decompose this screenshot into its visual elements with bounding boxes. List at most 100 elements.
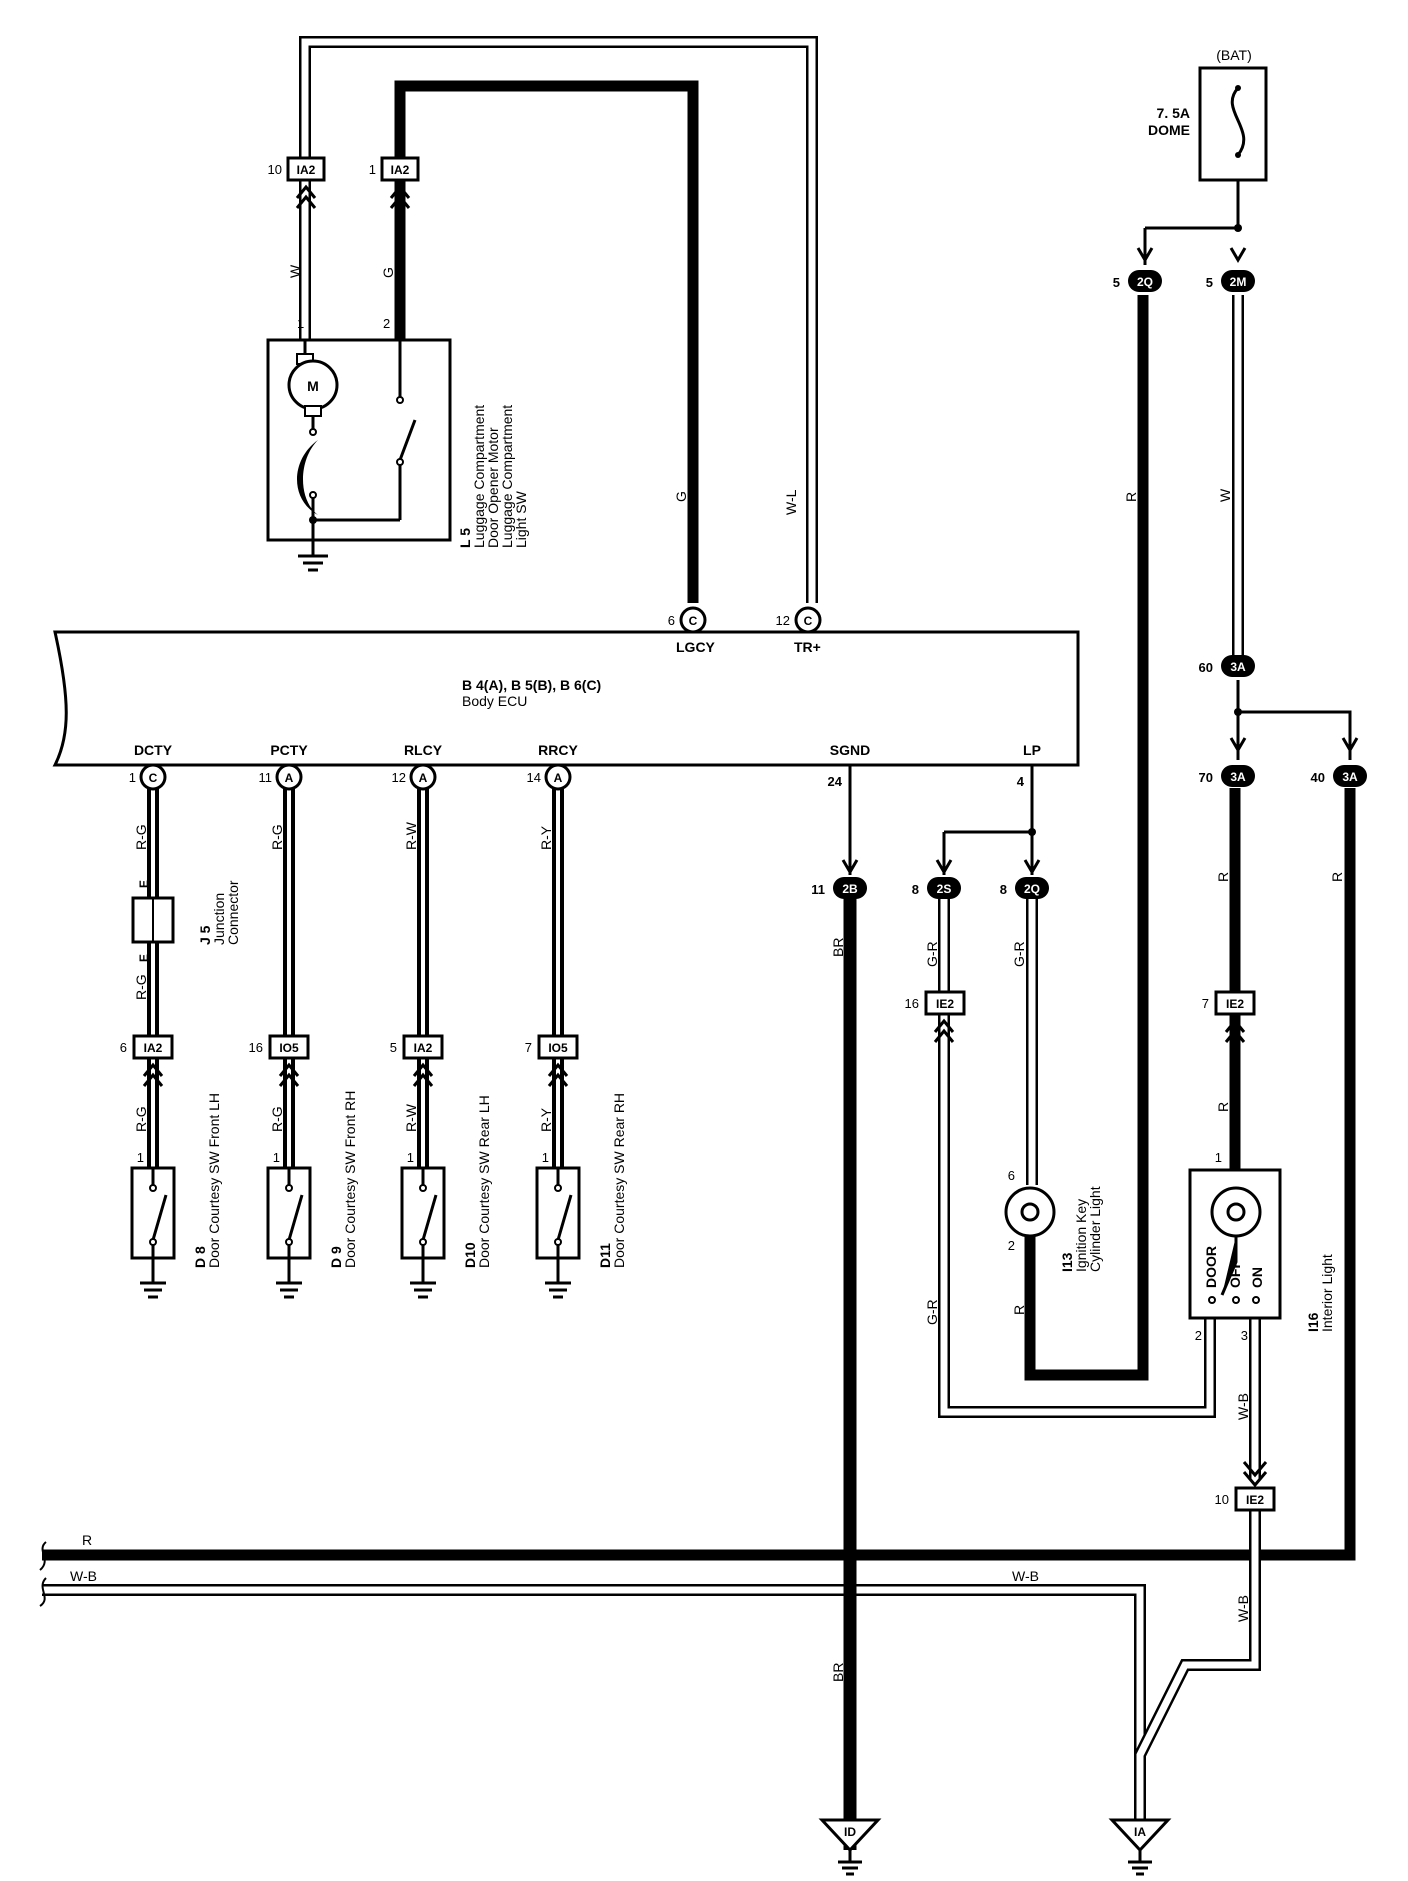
- ground-icon: [545, 1258, 571, 1299]
- svg-text:5: 5: [1113, 275, 1120, 290]
- connector-2b: 2B 11: [811, 859, 867, 899]
- svg-text:4: 4: [1017, 774, 1025, 789]
- svg-text:Light SW: Light SW: [513, 490, 529, 548]
- door-switch-d8: 1 D 8 Door Courtesy SW Front LH: [130, 1093, 222, 1299]
- i13-component: 6 2 I13 Ignition Key Cylinder Light: [1004, 1168, 1103, 1272]
- wire-r-2q: [1024, 295, 1149, 1381]
- wire-g-lgcy: [394, 80, 699, 603]
- svg-text:Cylinder Light: Cylinder Light: [1087, 1186, 1103, 1272]
- svg-text:W-B: W-B: [1012, 1568, 1039, 1584]
- svg-text:5: 5: [1206, 275, 1213, 290]
- wire-3a-split: [1236, 680, 1352, 760]
- ground-icon: [410, 1258, 436, 1299]
- svg-text:R: R: [1329, 872, 1345, 882]
- svg-text:11: 11: [259, 770, 273, 785]
- connector-ia2-5: IA2 5: [390, 1034, 444, 1087]
- svg-text:IA2: IA2: [144, 1041, 163, 1055]
- svg-text:70: 70: [1199, 770, 1213, 785]
- connector-3a-60: 3A 60: [1199, 655, 1255, 677]
- j5-component: E E J 5 Junction Connector: [131, 880, 241, 962]
- svg-text:2Q: 2Q: [1024, 882, 1040, 896]
- wire-fuse-out: [1143, 178, 1240, 265]
- ground-icon: [298, 520, 328, 572]
- wire-wb-bus: [42, 1584, 1146, 1830]
- svg-text:D10: D10: [462, 1242, 478, 1268]
- svg-text:TR+: TR+: [794, 639, 821, 655]
- svg-text:L 5: L 5: [457, 528, 473, 548]
- svg-text:1: 1: [542, 1150, 549, 1165]
- svg-text:A: A: [554, 771, 563, 785]
- junction-dot: [846, 1551, 854, 1559]
- ground-ia: IA: [1108, 1818, 1172, 1876]
- svg-text:R: R: [1215, 872, 1231, 882]
- svg-text:PCTY: PCTY: [270, 742, 308, 758]
- svg-text:C: C: [689, 614, 698, 628]
- svg-text:IO5: IO5: [279, 1041, 299, 1055]
- connector-2q-top: 2Q 5: [1113, 247, 1162, 292]
- svg-text:1: 1: [369, 162, 376, 177]
- svg-text:Junction: Junction: [211, 893, 227, 945]
- svg-text:R: R: [1011, 1305, 1027, 1315]
- svg-text:10: 10: [1215, 1492, 1229, 1507]
- svg-text:G-R: G-R: [924, 1299, 940, 1325]
- svg-text:7: 7: [525, 1040, 532, 1055]
- svg-text:2S: 2S: [937, 882, 952, 896]
- wire-color-labels: W G G W-L R W R-G R-G R-G R-G R-G R-W R-…: [70, 264, 1345, 1682]
- connector-io5-7: IO5 7: [525, 1034, 579, 1087]
- svg-text:2M: 2M: [1230, 275, 1247, 289]
- ground-id: ID: [818, 1818, 882, 1876]
- connector-2s: 2S 8: [912, 859, 961, 899]
- svg-text:1: 1: [273, 1150, 280, 1165]
- svg-text:C: C: [149, 771, 158, 785]
- l5-label: L 5 Luggage Compartment Door Opener Moto…: [457, 405, 529, 548]
- ecu-name: Body ECU: [462, 693, 527, 709]
- svg-text:6: 6: [668, 613, 675, 628]
- wire-wb-i16: [1134, 1318, 1261, 1830]
- connector-ia2-10: IA2 10: [268, 156, 326, 209]
- svg-text:R-G: R-G: [269, 1106, 285, 1132]
- svg-text:DOOR: DOOR: [1203, 1246, 1219, 1288]
- bulb-icon: [1004, 1186, 1056, 1238]
- svg-text:J 5: J 5: [197, 925, 213, 945]
- fuse-rating: 7. 5A: [1157, 105, 1190, 121]
- svg-text:IO5: IO5: [548, 1041, 568, 1055]
- svg-text:D 8: D 8: [192, 1246, 208, 1268]
- body-ecu: B 4(A), B 5(B), B 6(C) Body ECU C 6 LGCY…: [52, 606, 1080, 791]
- svg-text:I16: I16: [1305, 1312, 1321, 1332]
- connector-io5-16: IO5 16: [249, 1034, 310, 1087]
- svg-text:R-G: R-G: [133, 1106, 149, 1132]
- svg-text:R-Y: R-Y: [538, 1107, 554, 1132]
- svg-text:5: 5: [390, 1040, 397, 1055]
- svg-text:16: 16: [249, 1040, 263, 1055]
- ecu-code: B 4(A), B 5(B), B 6(C): [462, 677, 601, 693]
- svg-text:6: 6: [1008, 1168, 1015, 1183]
- wire-lp: [942, 765, 1034, 875]
- connector-ia2-6: IA2 6: [120, 1034, 174, 1087]
- battery-label: (BAT): [1216, 47, 1252, 63]
- svg-text:11: 11: [811, 882, 825, 897]
- i16-component: 1 DOOR OFF ON 2 3 I16 Interior Light: [1188, 1150, 1335, 1343]
- svg-text:A: A: [285, 771, 294, 785]
- junction-dot: [1234, 224, 1242, 232]
- svg-text:M: M: [307, 378, 319, 394]
- svg-text:16: 16: [905, 996, 919, 1011]
- svg-text:DCTY: DCTY: [134, 742, 173, 758]
- fuse-block: (BAT) 7. 5A DOME: [1148, 47, 1268, 182]
- svg-text:Ignition Key: Ignition Key: [1073, 1199, 1089, 1272]
- svg-text:1: 1: [297, 316, 304, 331]
- svg-text:G: G: [380, 267, 396, 278]
- connector-2q-bottom: 2Q 8: [1000, 859, 1049, 899]
- connector-3a-70: 3A 70: [1199, 737, 1255, 787]
- svg-text:BR: BR: [830, 938, 846, 957]
- svg-text:IE2: IE2: [1246, 1493, 1264, 1507]
- svg-text:IA2: IA2: [297, 163, 316, 177]
- svg-text:Door Courtesy SW Rear LH: Door Courtesy SW Rear LH: [476, 1095, 492, 1268]
- wire-w-tr: [299, 36, 818, 603]
- svg-text:LGCY: LGCY: [676, 639, 716, 655]
- svg-text:60: 60: [1199, 660, 1213, 675]
- connector-ia2-1: IA2 1: [369, 156, 420, 209]
- svg-text:Interior Light: Interior Light: [1319, 1254, 1335, 1332]
- svg-text:OFF: OFF: [1227, 1260, 1243, 1288]
- j5-label: J 5 Junction Connector: [197, 880, 241, 945]
- svg-text:D11: D11: [597, 1243, 613, 1268]
